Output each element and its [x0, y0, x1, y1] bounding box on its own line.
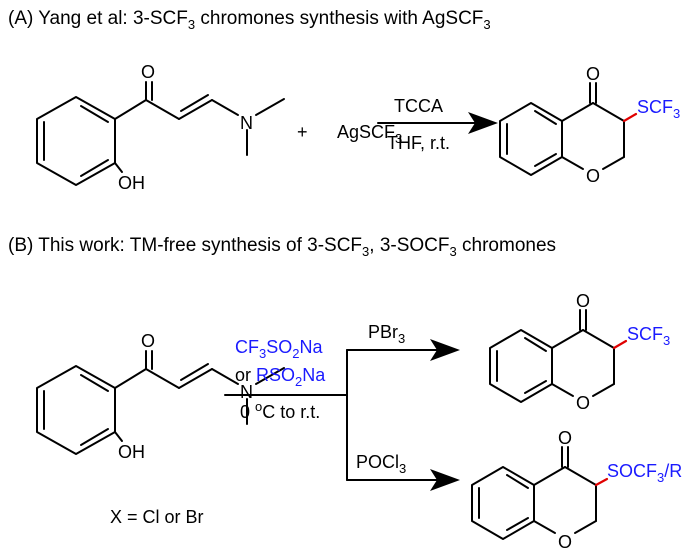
reagent-agscf3: AgSCF3	[337, 122, 402, 146]
plus-sign: +	[297, 122, 308, 142]
product-a-scf3-group: SCF3	[637, 97, 680, 121]
chromone-product-b-lower	[471, 446, 609, 540]
chromone-product-b-upper	[489, 309, 628, 403]
upper-product-scf3-group: SCF3	[627, 324, 670, 348]
enaminone-starting-material-b	[36, 350, 285, 455]
lower-reagent-pocl3: POCl3	[356, 452, 406, 476]
lower-product-carbonyl-oxygen: O	[558, 428, 572, 448]
arrow-a-reagent-label: TCCA	[394, 96, 443, 116]
upper-product-ring-oxygen: O	[576, 393, 590, 413]
hydroxyl-label: OH	[118, 173, 145, 193]
sm-b-carbonyl-oxygen: O	[141, 331, 155, 351]
condition-temperature: 0 oC to r.t.	[240, 399, 320, 422]
chromone-product-a	[499, 82, 638, 176]
upper-product-carbonyl-oxygen: O	[576, 291, 590, 311]
scheme-b-title: (B) This work: TM-free synthesis of 3-SC…	[8, 235, 556, 259]
reagent-rso2na-line: or RSO2Na	[235, 365, 326, 389]
carbonyl-oxygen-label: O	[141, 62, 155, 82]
sm-b-hydroxyl: OH	[118, 442, 145, 462]
lower-product-socf3-group: SOCF3/R	[607, 461, 682, 485]
arrow-a-condition-label: THF, r.t.	[387, 133, 450, 153]
product-a-ring-oxygen: O	[586, 166, 600, 186]
sm-b-amine-nitrogen: N	[240, 382, 253, 402]
reagent-cf3so2na: CF3SO2Na	[235, 337, 323, 361]
scheme-a-title: (A) Yang et al: 3-SCF3 chromones synthes…	[8, 8, 491, 32]
enaminone-starting-material-a	[36, 81, 285, 186]
lower-product-ring-oxygen: O	[558, 532, 572, 552]
amine-nitrogen-label: N	[240, 113, 253, 133]
product-a-carbonyl-oxygen: O	[586, 64, 600, 84]
halide-note: X = Cl or Br	[110, 507, 204, 527]
upper-reagent-pbr3: PBr3	[368, 322, 405, 346]
reaction-arrow-a	[377, 112, 498, 134]
branched-reaction-arrow	[224, 339, 460, 491]
